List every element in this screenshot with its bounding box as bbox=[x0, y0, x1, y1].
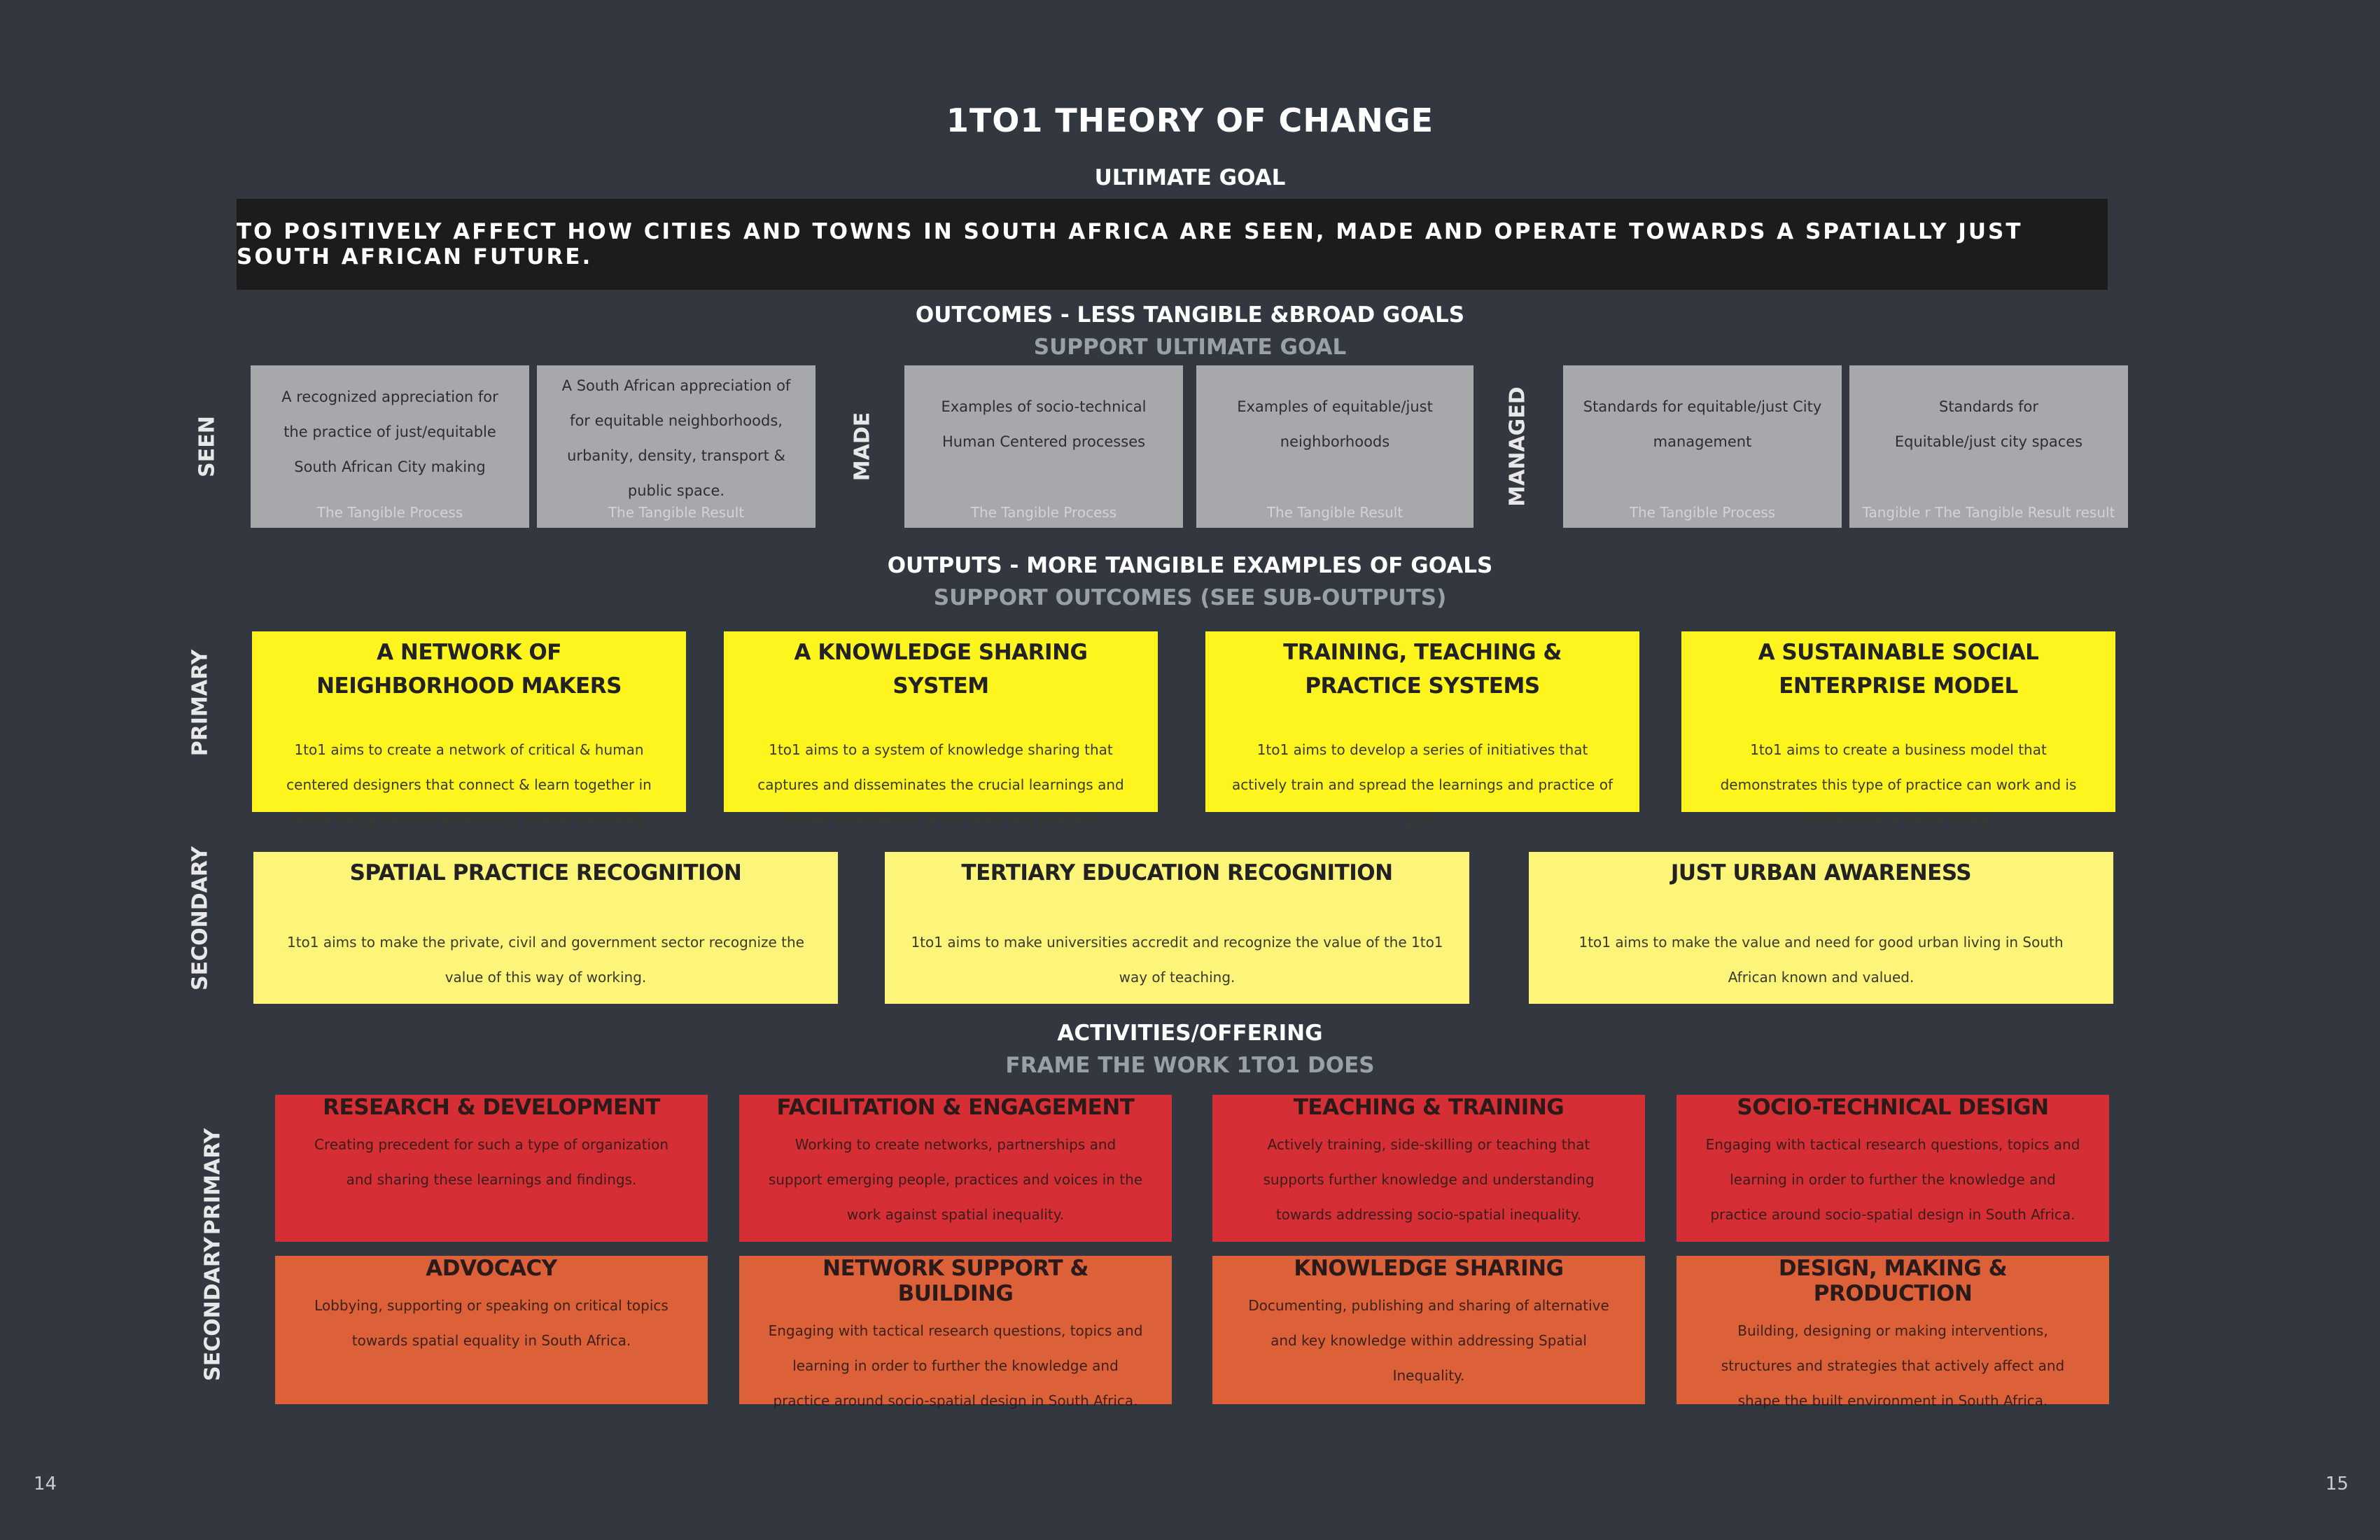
outcome-text: A recognized appreciation for the practi… bbox=[281, 388, 498, 475]
outcome-text: Standards for Equitable/just city spaces bbox=[1894, 398, 2083, 450]
activity-text: Actively training, side-skilling or teac… bbox=[1263, 1136, 1595, 1223]
outcome-caption: The Tangible Process bbox=[316, 504, 463, 521]
outcome-box: Examples of equitable/just neighborhoods… bbox=[1196, 365, 1474, 528]
page-number-right: 15 bbox=[2325, 1474, 2349, 1494]
activity-title: FACILITATION & ENGAGEMENT bbox=[776, 1095, 1135, 1120]
output-title: A NETWORK OF NEIGHBORHOOD MAKERS bbox=[316, 640, 622, 699]
outcome-box: Examples of socio-technical Human Center… bbox=[904, 365, 1183, 528]
output-text: 1to1 aims to make the value and need for… bbox=[1578, 934, 2064, 986]
output-secondary-box: SPATIAL PRACTICE RECOGNITION 1to1 aims t… bbox=[253, 852, 838, 1004]
activities-heading: ACTIVITIES/OFFERING bbox=[1057, 1021, 1323, 1046]
activity-title: NETWORK SUPPORT & BUILDING bbox=[822, 1256, 1088, 1306]
outputs-heading: OUTPUTS - MORE TANGIBLE EXAMPLES OF GOAL… bbox=[887, 553, 1493, 578]
output-primary-box: A NETWORK OF NEIGHBORHOOD MAKERS 1to1 ai… bbox=[252, 631, 686, 828]
outputs-secondary-label: SECONDARY bbox=[188, 846, 213, 991]
output-text: 1to1 aims to create a business model tha… bbox=[1720, 741, 2077, 828]
output-title: JUST URBAN AWARENESS bbox=[1670, 860, 1972, 886]
output-text: 1to1 aims to develop a series of initiat… bbox=[1232, 741, 1613, 828]
page-title: 1TO1 THEORY OF CHANGE bbox=[946, 102, 1434, 139]
activity-primary-box: SOCIO-TECHNICAL DESIGN Engaging with tac… bbox=[1676, 1095, 2109, 1242]
output-text: 1to1 aims to create a network of critica… bbox=[286, 741, 652, 828]
output-title: A KNOWLEDGE SHARING SYSTEM bbox=[794, 640, 1088, 699]
outcome-group-label-made: MADE bbox=[850, 412, 875, 482]
activity-text: Engaging with tactical research question… bbox=[1705, 1136, 2080, 1223]
outcome-caption: Tangible r The Tangible Result result bbox=[1862, 504, 2115, 521]
activity-title: RESEARCH & DEVELOPMENT bbox=[323, 1095, 660, 1120]
output-text: 1to1 aims to make universities accredit … bbox=[911, 934, 1443, 986]
outcome-caption: The Tangible Result bbox=[1266, 504, 1404, 521]
output-text: 1to1 aims to a system of knowledge shari… bbox=[757, 741, 1124, 828]
activity-title: ADVOCACY bbox=[426, 1256, 557, 1281]
output-title: TRAINING, TEACHING & PRACTICE SYSTEMS bbox=[1283, 640, 1562, 699]
outcome-box: A recognized appreciation for the practi… bbox=[251, 365, 529, 528]
output-title: TERTIARY EDUCATION RECOGNITION bbox=[961, 860, 1393, 886]
output-title: SPATIAL PRACTICE RECOGNITION bbox=[349, 860, 742, 886]
activity-secondary-box: ADVOCACY Lobbying, supporting or speakin… bbox=[275, 1256, 708, 1404]
ultimate-goal-box: TO POSITIVELY AFFECT HOW CITIES AND TOWN… bbox=[237, 199, 2108, 290]
output-title: A SUSTAINABLE SOCIAL ENTERPRISE MODEL bbox=[1758, 640, 2039, 699]
output-secondary-box: TERTIARY EDUCATION RECOGNITION 1to1 aims… bbox=[885, 852, 1469, 1004]
outcome-text: Examples of equitable/just neighborhoods bbox=[1237, 398, 1433, 450]
outcome-caption: The Tangible Process bbox=[1629, 504, 1776, 521]
output-secondary-box: JUST URBAN AWARENESS 1to1 aims to make t… bbox=[1529, 852, 2113, 1004]
outcome-text: Examples of socio-technical Human Center… bbox=[941, 398, 1147, 450]
activity-title: DESIGN, MAKING & PRODUCTION bbox=[1778, 1256, 2008, 1306]
outcome-caption: The Tangible Process bbox=[970, 504, 1117, 521]
activity-text: Creating precedent for such a type of or… bbox=[314, 1136, 668, 1188]
outcomes-subheading: SUPPORT ULTIMATE GOAL bbox=[1033, 335, 1347, 360]
outcomes-heading: OUTCOMES - LESS TANGIBLE &BROAD GOALS bbox=[915, 302, 1465, 328]
activity-secondary-box: DESIGN, MAKING & PRODUCTION Building, de… bbox=[1676, 1256, 2109, 1409]
output-text: 1to1 aims to make the private, civil and… bbox=[286, 934, 804, 986]
ultimate-goal-text: TO POSITIVELY AFFECT HOW CITIES AND TOWN… bbox=[237, 219, 2023, 270]
outcome-caption: The Tangible Result bbox=[608, 504, 745, 521]
activity-secondary-box: NETWORK SUPPORT & BUILDING Engaging with… bbox=[739, 1256, 1172, 1409]
outcome-group-label-managed: MANAGED bbox=[1505, 386, 1530, 507]
activity-text: Working to create networks, partnerships… bbox=[768, 1136, 1143, 1223]
activity-title: TEACHING & TRAINING bbox=[1293, 1095, 1564, 1120]
activity-title: SOCIO-TECHNICAL DESIGN bbox=[1737, 1095, 2049, 1120]
outcome-box: Standards for Equitable/just city spaces… bbox=[1849, 365, 2128, 528]
outcome-box: A South African appreciation of for equi… bbox=[537, 365, 816, 528]
activity-primary-box: RESEARCH & DEVELOPMENT Creating preceden… bbox=[275, 1095, 708, 1242]
output-primary-box: TRAINING, TEACHING & PRACTICE SYSTEMS 1t… bbox=[1205, 631, 1639, 828]
activity-text: Documenting, publishing and sharing of a… bbox=[1248, 1297, 1609, 1384]
activity-text: Building, designing or making interventi… bbox=[1721, 1322, 2065, 1409]
output-primary-box: A SUSTAINABLE SOCIAL ENTERPRISE MODEL 1t… bbox=[1681, 631, 2115, 828]
activity-text: Engaging with tactical research question… bbox=[768, 1322, 1143, 1409]
outputs-subheading: SUPPORT OUTCOMES (SEE SUB-OUTPUTS) bbox=[933, 585, 1447, 610]
activity-primary-box: FACILITATION & ENGAGEMENT Working to cre… bbox=[739, 1095, 1172, 1242]
activities-subheading: FRAME THE WORK 1TO1 DOES bbox=[1005, 1053, 1375, 1078]
activity-secondary-box: KNOWLEDGE SHARING Documenting, publishin… bbox=[1212, 1256, 1645, 1404]
activity-title: KNOWLEDGE SHARING bbox=[1294, 1256, 1564, 1281]
outputs-primary-label: PRIMARY bbox=[188, 649, 213, 757]
outcome-text: Standards for equitable/just City manage… bbox=[1583, 398, 1822, 450]
output-primary-box: A KNOWLEDGE SHARING SYSTEM 1to1 aims to … bbox=[724, 631, 1158, 828]
ultimate-goal-heading: ULTIMATE GOAL bbox=[1094, 165, 1286, 190]
page-number-left: 14 bbox=[34, 1474, 57, 1494]
activity-text: Lobbying, supporting or speaking on crit… bbox=[314, 1297, 668, 1349]
activities-secondary-label: SECONDARY bbox=[200, 1236, 225, 1382]
outcome-box: Standards for equitable/just City manage… bbox=[1563, 365, 1842, 528]
outcome-text: A South African appreciation of for equi… bbox=[561, 377, 791, 499]
activities-primary-label: PRIMARY bbox=[200, 1128, 225, 1236]
outcome-group-label-seen: SEEN bbox=[195, 416, 220, 477]
activity-primary-box: TEACHING & TRAINING Actively training, s… bbox=[1212, 1095, 1645, 1242]
